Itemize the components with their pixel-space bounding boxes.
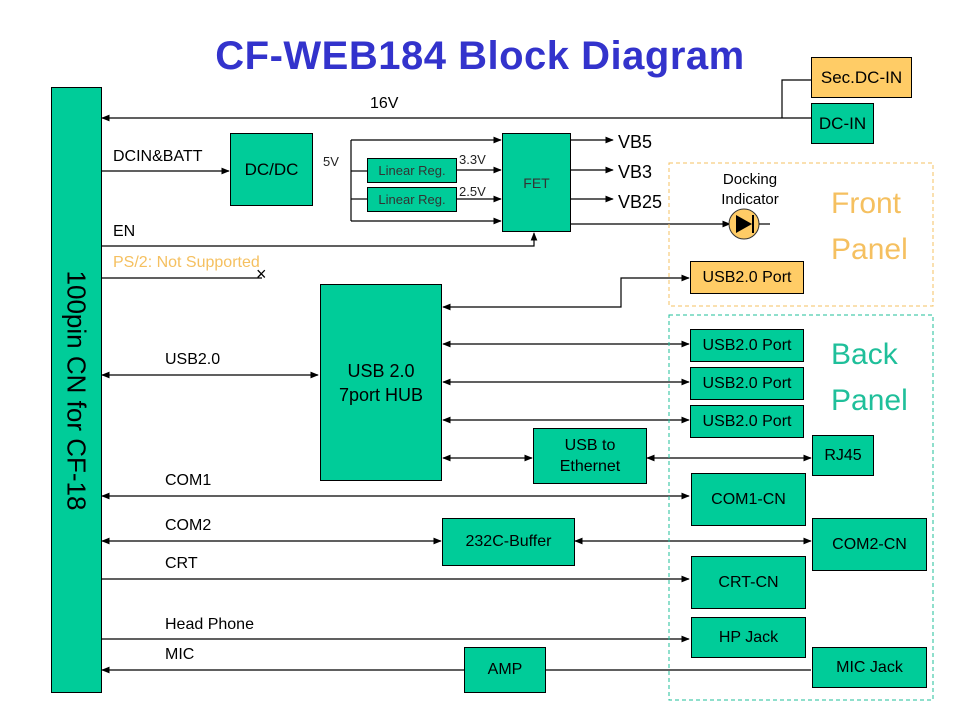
label-ps2: PS/2: Not Supported <box>113 254 260 271</box>
page-title: CF-WEB184 Block Diagram <box>0 34 960 79</box>
usb-to-eth-line1: USB to <box>564 437 616 454</box>
not-connected-mark: × <box>256 264 267 284</box>
label-com2: COM2 <box>165 517 212 534</box>
connector-label: 100pin CN for CF-18 <box>51 88 101 692</box>
dc-in-block: DC-IN <box>811 103 874 144</box>
hp-jack-block: HP Jack <box>691 617 806 658</box>
label-mic: MIC <box>165 646 195 663</box>
label-3v3: 3.3V <box>459 152 486 167</box>
dcdc-block: DC/DC <box>230 133 313 206</box>
label-head-phone: Head Phone <box>165 616 254 633</box>
usb-to-ethernet-block: USB to Ethernet <box>533 428 647 484</box>
back-panel-title: Back Panel <box>831 332 908 424</box>
usb-to-eth-line2: Ethernet <box>559 458 621 475</box>
label-dcin-batt: DCIN&BATT <box>113 148 203 165</box>
line-hub-front-usb <box>442 274 690 311</box>
label-2v5: 2.5V <box>459 184 486 199</box>
front-panel-outline <box>668 162 934 307</box>
docking-indicator-label: Docking Indicator <box>721 171 779 208</box>
amp-block: AMP <box>464 647 546 693</box>
front-usb-port-block: USB2.0 Port <box>690 261 804 294</box>
usb-hub-block: USB 2.0 7port HUB <box>320 284 442 481</box>
fet-block: FET <box>502 133 571 232</box>
front-panel-line1: Front <box>831 187 902 220</box>
back-panel-line2: Panel <box>831 384 908 417</box>
com1-cn-block: COM1-CN <box>691 473 806 526</box>
crt-cn-block: CRT-CN <box>691 556 806 609</box>
led-icon <box>728 208 770 240</box>
back-panel-outline <box>668 314 934 701</box>
back-usb-port-3-block: USB2.0 Port <box>690 405 804 438</box>
label-vb3: VB3 <box>618 162 653 182</box>
label-vb25: VB25 <box>618 192 663 212</box>
label-vb5: VB5 <box>618 132 653 152</box>
connector-100pin <box>51 87 102 693</box>
mic-jack-block: MIC Jack <box>812 647 927 688</box>
label-16v: 16V <box>370 95 399 112</box>
sec-dc-in-block: Sec.DC-IN <box>811 57 912 98</box>
label-en: EN <box>113 223 136 240</box>
label-crt: CRT <box>165 555 198 572</box>
com2-cn-block: COM2-CN <box>812 518 927 571</box>
line-sec-dc-in <box>781 79 811 118</box>
back-usb-port-1-block: USB2.0 Port <box>690 329 804 362</box>
linear-reg-1-block: Linear Reg. <box>367 158 457 183</box>
front-panel-line2: Panel <box>831 233 908 266</box>
connector-label-text: 100pin CN for CF-18 <box>61 270 92 510</box>
label-com1: COM1 <box>165 472 212 489</box>
back-usb-port-2-block: USB2.0 Port <box>690 367 804 400</box>
usb-hub-line1: USB 2.0 <box>347 360 415 381</box>
line-en <box>102 232 538 247</box>
label-usb20: USB2.0 <box>165 351 221 368</box>
title-text: CF-WEB184 Block Diagram <box>215 34 745 78</box>
back-panel-line1: Back <box>831 338 898 371</box>
label-5v: 5V <box>323 154 339 169</box>
rj45-block: RJ45 <box>812 435 874 476</box>
usb-hub-line2: 7port HUB <box>338 384 424 405</box>
232c-buffer-block: 232C-Buffer <box>442 518 575 566</box>
linear-reg-2-block: Linear Reg. <box>367 187 457 212</box>
front-panel-title: Front Panel <box>831 181 908 273</box>
